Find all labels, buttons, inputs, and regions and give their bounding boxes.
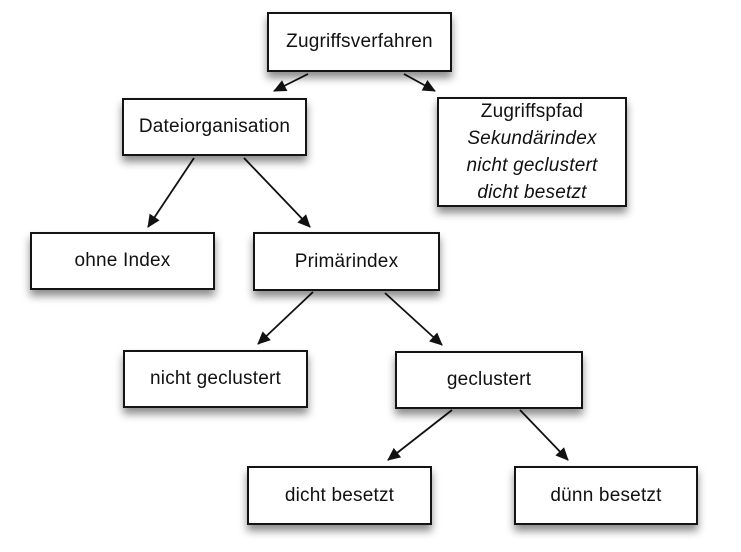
node-label: ohne Index bbox=[74, 250, 171, 271]
node-label: Dateiorganisation bbox=[138, 116, 291, 137]
edge-geclustert-dicht-besetzt bbox=[387, 409, 453, 461]
node-geclustert: geclustert bbox=[395, 351, 583, 409]
node-label: Zugriffsverfahren bbox=[286, 31, 433, 52]
edge-zugriffsverfahren-dateiorganisation bbox=[273, 73, 309, 92]
node-dicht-besetzt: dicht besetzt bbox=[247, 466, 432, 525]
edge-geclustert-duenn-besetzt bbox=[519, 409, 569, 461]
edge-dateiorganisation-ohne-index bbox=[147, 157, 195, 228]
node-ohne-index: ohne Index bbox=[30, 232, 215, 290]
node-label: dünn besetzt bbox=[550, 484, 662, 506]
node-dateiorganisation: Dateiorganisation bbox=[122, 98, 307, 156]
node-label-line: dicht besetzt bbox=[477, 182, 587, 203]
edge-dateiorganisation-primaerindex bbox=[243, 157, 311, 228]
edge-primaerindex-geclustert bbox=[384, 292, 443, 346]
node-label: geclustert bbox=[446, 369, 532, 390]
node-label: Primärindex bbox=[294, 250, 399, 272]
node-zugriffsverfahren: Zugriffsverfahren bbox=[267, 12, 452, 72]
node-nicht-geclustert: nicht geclustert bbox=[123, 350, 308, 408]
node-primaerindex: Primärindex bbox=[253, 232, 440, 291]
node-duenn-besetzt: dünn besetzt bbox=[514, 466, 698, 525]
node-label-line: Zugriffspfad bbox=[480, 101, 584, 122]
edge-zugriffsverfahren-zugriffspfad bbox=[403, 73, 436, 92]
node-label-line: Sekundärindex bbox=[467, 128, 597, 149]
node-label: dicht besetzt bbox=[284, 484, 395, 506]
node-label-line: nicht geclustert bbox=[466, 155, 598, 176]
edge-primaerindex-nicht-geclustert bbox=[257, 291, 314, 345]
node-zugriffspfad: Zugriffspfad Sekundärindex nicht geclust… bbox=[437, 97, 627, 207]
node-label: nicht geclustert bbox=[150, 368, 281, 389]
